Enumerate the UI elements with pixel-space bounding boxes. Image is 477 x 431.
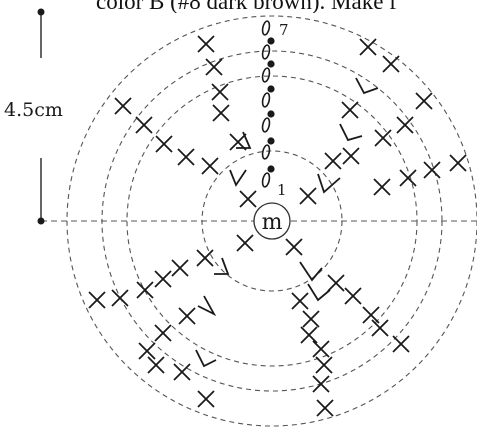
cross-stitch-14-b [415, 92, 433, 110]
cross-stitch-5-b [155, 135, 173, 153]
cross-stitch-26-b [196, 249, 214, 267]
cross-stitch-36-b [173, 363, 191, 381]
chain-loop-2 [261, 44, 271, 60]
increase-vee-9 [299, 261, 323, 282]
cross-stitch-50-b [327, 274, 345, 292]
round-label-first: 1 [277, 181, 287, 199]
stitch-symbols [88, 35, 467, 417]
cross-stitch-3-b [114, 97, 132, 115]
slip-dot-1 [267, 37, 275, 45]
cross-stitch-22-b [423, 161, 441, 179]
cross-stitch-49-b [392, 335, 410, 353]
cross-stitch-23-b [449, 154, 467, 172]
cross-stitch-47-b [362, 306, 380, 324]
cross-stitch-17-b [374, 129, 392, 147]
slip-dot-4 [267, 110, 275, 118]
increase-vee-8 [195, 349, 217, 368]
chain-loop-3 [261, 67, 271, 83]
slip-dot-3 [267, 85, 275, 93]
cross-stitch-28-b [154, 270, 172, 288]
cross-stitch-42-b [312, 340, 330, 358]
increase-vee-10 [307, 283, 331, 302]
increase-vee-2 [236, 131, 252, 149]
cross-stitch-43-b [315, 356, 333, 374]
cross-stitch-11-b [239, 190, 257, 208]
cross-stitch-44-b [312, 375, 330, 393]
increase-vee-7 [197, 295, 217, 317]
cross-stitch-31-b [88, 291, 106, 309]
chain-loop-7 [261, 172, 271, 188]
chain-loop-5 [261, 117, 271, 133]
round-label-last: 7 [279, 21, 289, 39]
cross-stitch-34-b [138, 342, 156, 360]
cross-stitch-32-b [178, 307, 196, 325]
round-ring-1 [201, 150, 343, 292]
slip-dot-2 [267, 60, 275, 68]
chain-loop-6 [261, 144, 271, 160]
round-ring-3 [101, 50, 443, 392]
cross-stitch-39-b [291, 292, 309, 310]
cross-stitch-29-b [136, 281, 154, 299]
cross-stitch-33-b [154, 324, 172, 342]
round-ring-2 [126, 75, 418, 367]
center-ring [253, 202, 291, 240]
cross-stitch-6-b [177, 148, 195, 166]
cross-stitch-15-b [341, 101, 359, 119]
cross-stitch-2-b [205, 58, 223, 76]
cross-stitch-18-b [342, 147, 360, 165]
round-ring-4 [66, 15, 477, 427]
cross-stitch-40-b [302, 310, 320, 328]
slip-dot-5 [267, 137, 275, 145]
cross-stitch-16-b [396, 116, 414, 134]
cross-stitch-41-b [300, 326, 318, 344]
cross-stitch-38-b [285, 238, 303, 256]
round-rings [66, 15, 477, 427]
increase-vee-4 [339, 123, 363, 142]
cross-stitch-8-b [211, 83, 229, 101]
start-chain: 7 1 [261, 20, 289, 199]
cross-stitch-30-b [111, 289, 129, 307]
chain-loop-1 [261, 20, 271, 36]
cross-stitch-19-b [324, 152, 342, 170]
cross-stitch-35-b [147, 356, 165, 374]
cross-stitch-12-b [359, 38, 377, 56]
measurement-label: 4.5cm [4, 99, 63, 121]
cross-stitch-46-b [344, 287, 362, 305]
cross-stitch-13-b [382, 55, 400, 73]
increase-vee-5 [355, 77, 379, 95]
cross-stitch-7-b [201, 157, 219, 175]
cross-stitch-27-b [171, 259, 189, 277]
magic-ring: m [253, 202, 291, 240]
center-label: m [262, 210, 283, 235]
cross-stitch-9-b [212, 104, 230, 122]
cross-stitch-1-b [197, 35, 215, 53]
cross-stitch-21-b [399, 169, 417, 187]
cross-stitch-45-b [316, 399, 334, 417]
cross-stitch-24-b [299, 187, 317, 205]
chain-loop-4 [261, 92, 271, 108]
cross-stitch-48-b [371, 319, 389, 337]
slip-dot-6 [267, 165, 275, 173]
increase-vee-3 [317, 173, 341, 194]
cross-stitch-25-b [236, 234, 254, 252]
cross-stitch-10-b [229, 133, 247, 151]
measure-dot-top [37, 8, 45, 16]
cross-stitch-37-b [197, 390, 215, 408]
cross-stitch-20-b [373, 178, 391, 196]
measurement-bar: 4.5cm [4, 8, 63, 225]
increase-vee-6 [214, 257, 230, 275]
cross-stitch-4-b [135, 116, 153, 134]
increase-vee-1 [229, 169, 247, 187]
diagram-caption: color B (#8 dark brown). Make f [96, 0, 397, 13]
measure-dot-bottom [37, 217, 45, 225]
